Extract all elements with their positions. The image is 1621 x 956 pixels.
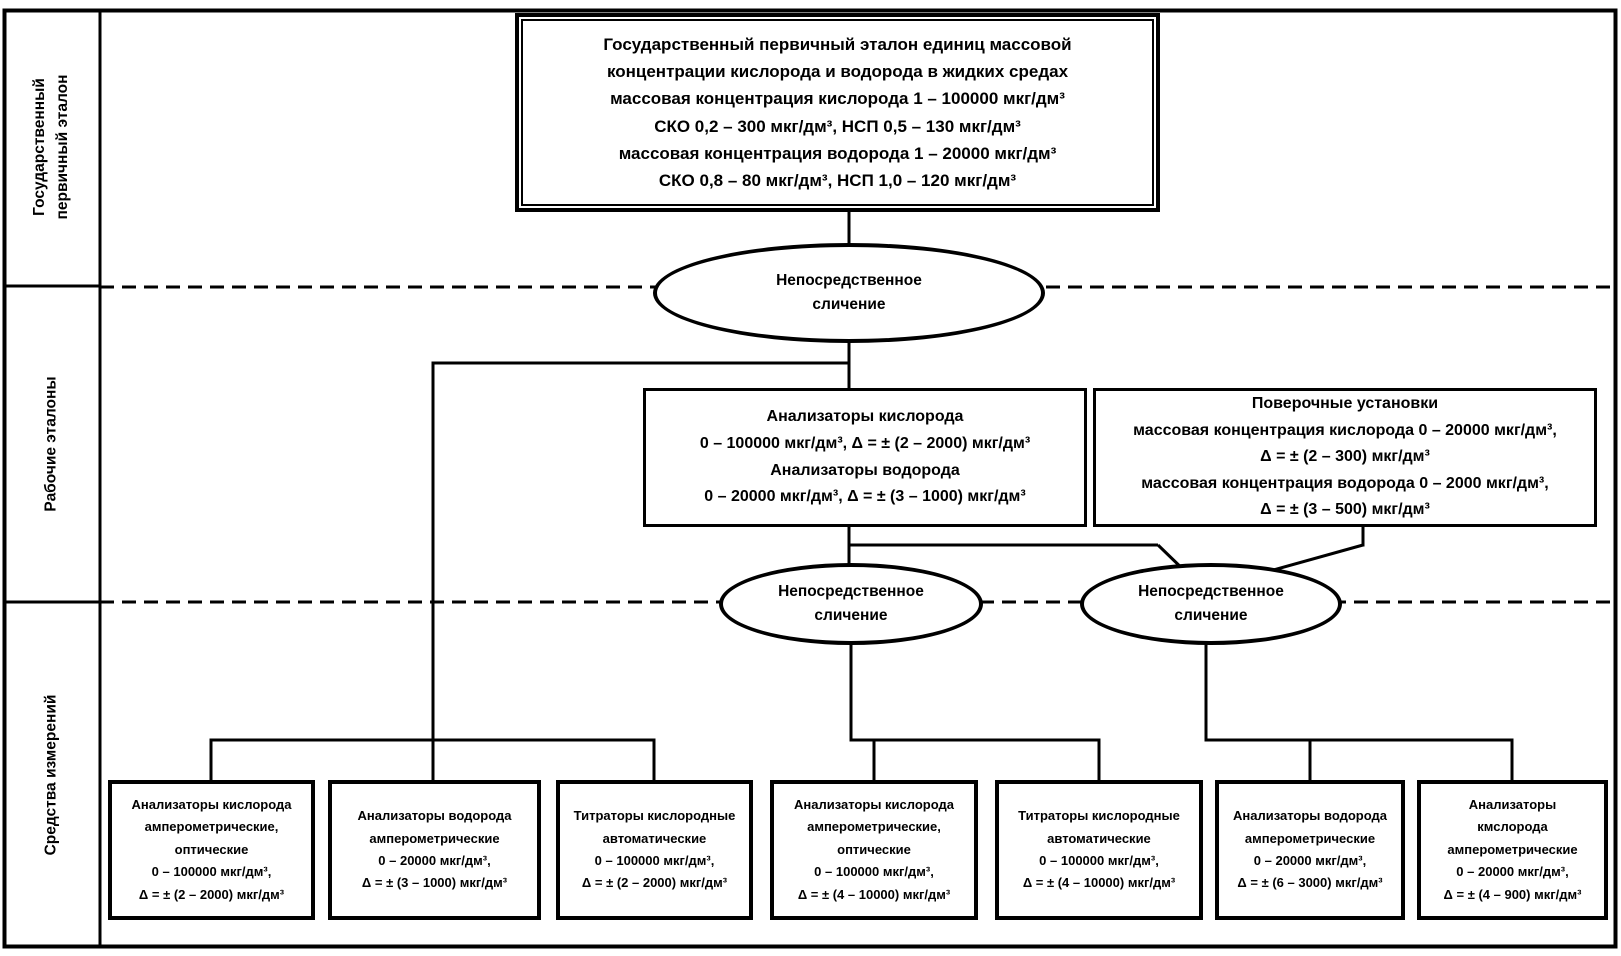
sidebar-label-primary-standard: Государственный первичный эталон	[30, 74, 71, 220]
sidebar-label-working-standards: Рабочие эталоны	[42, 376, 60, 512]
working-standard-analyzers-box: Анализаторы кислорода 0 – 100000 мкг/дм³…	[643, 388, 1087, 527]
comparison-ellipse-right: Непосредственное сличение	[1080, 563, 1342, 645]
comparison-ellipse-top-label: Непосредственное сличение	[776, 271, 922, 313]
comparison-ellipse-left-label: Непосредственное сличение	[778, 582, 924, 624]
instrument-box-1: Анализаторы кислорода амперометрические,…	[108, 780, 315, 920]
outer-frame	[2, 8, 1618, 949]
connectors	[209, 210, 1514, 782]
instrument-box-5: Титраторы кислородные автоматические 0 –…	[995, 780, 1203, 920]
instrument-box-3: Титраторы кислородные автоматические 0 –…	[556, 780, 753, 920]
working-standard-installations-box: Поверочные установки массовая концентрац…	[1093, 388, 1597, 527]
comparison-ellipse-top: Непосредственное сличение	[653, 243, 1045, 343]
sidebar-label-measuring-instruments: Средства измерений	[42, 694, 60, 856]
primary-standard-text: Государственный первичный эталон единиц …	[521, 19, 1154, 206]
comparison-ellipse-left: Непосредственное сличение	[719, 563, 983, 645]
instrument-box-6: Анализаторы водорода амперометрические 0…	[1215, 780, 1405, 920]
primary-standard-box: Государственный первичный эталон единиц …	[515, 13, 1160, 212]
frame-and-sidebar	[2, 8, 1618, 949]
instrument-box-2: Анализаторы водорода амперометрические 0…	[328, 780, 541, 920]
instrument-box-7: Анализаторы кмслорода амперометрические …	[1417, 780, 1608, 920]
instrument-box-4: Анализаторы кислорода амперометрические,…	[770, 780, 978, 920]
comparison-ellipse-right-label: Непосредственное сличение	[1138, 582, 1284, 624]
